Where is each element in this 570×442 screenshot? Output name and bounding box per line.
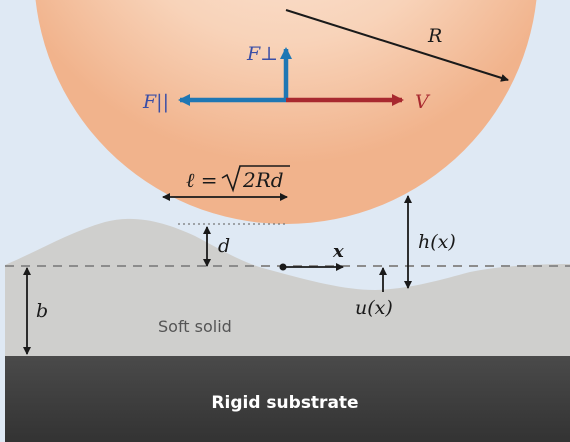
displacement-label: u(x) — [355, 297, 393, 319]
substrate-label: Rigid substrate — [211, 393, 358, 413]
gap-label: h(x) — [418, 231, 456, 253]
position-x-label: x — [332, 241, 344, 262]
force-parallel-label: F|| — [142, 91, 169, 113]
indent-label: d — [218, 235, 230, 257]
force-perp-label: F⊥ — [246, 43, 278, 65]
radius-label: R — [427, 25, 442, 47]
contact-length-radicand: 2Rd — [242, 168, 284, 192]
radius-arrow — [285, 9, 509, 82]
rigid-substrate — [5, 356, 570, 442]
velocity-label: V — [415, 91, 431, 113]
contact-length-lhs: ℓ = — [186, 168, 217, 192]
soft-solid-label: Soft solid — [158, 317, 232, 336]
thickness-label: b — [36, 300, 48, 322]
sqrt-sign-icon — [221, 165, 290, 193]
sphere — [35, 0, 537, 224]
soft-solid-layer — [5, 218, 570, 356]
